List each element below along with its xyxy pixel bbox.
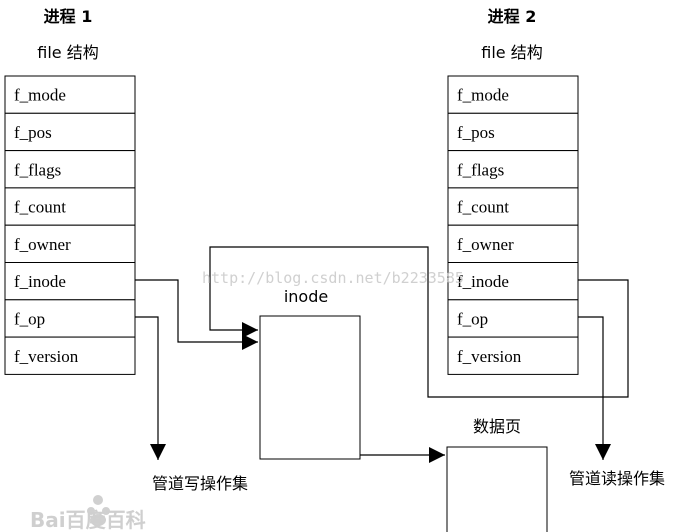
struct-field-cell (447, 262, 579, 301)
struct-field-cell (4, 75, 136, 114)
struct-field-label: f_owner (14, 235, 71, 254)
struct-field-label: f_owner (457, 235, 514, 254)
struct-field-label: f_pos (14, 123, 52, 142)
baidu-brand-text: Bai百度百科 (30, 508, 146, 532)
struct-field-label: f_count (14, 198, 66, 217)
struct-field-cell (447, 150, 579, 189)
struct-field-label: f_op (457, 309, 488, 328)
data-page-label: 数据页 (473, 417, 521, 436)
struct-field-cell (4, 150, 136, 189)
struct-field-cell (447, 187, 579, 226)
process2-file-struct: f_mode f_pos f_flags f_count f_owner f_inodef… (447, 75, 579, 375)
data-page-box (446, 446, 548, 532)
struct-field-label: f_version (14, 347, 79, 366)
write-ops-label: 管道写操作集 (152, 474, 248, 493)
struct-field-label: f_mode (14, 86, 66, 105)
p1-inode-connector (135, 279, 258, 350)
struct-field-cell (4, 336, 136, 375)
p2-op-connector (578, 316, 611, 460)
struct-field-label: f_inode (457, 272, 509, 291)
p1-op-connector (135, 316, 166, 460)
struct-field-label: f_flags (457, 160, 504, 179)
struct-field-label: f_count (457, 198, 509, 217)
struct-field-label: f_flags (14, 160, 61, 179)
struct-field-cell (4, 187, 136, 226)
process1-title: 进程 1 (44, 7, 93, 26)
struct-field-label: f_version (457, 347, 522, 366)
struct-field-label: f_pos (457, 123, 495, 142)
struct-field-cell (447, 336, 579, 375)
struct-field-cell (447, 112, 579, 152)
struct-field-label: f_mode (457, 86, 509, 105)
struct-field-cell (4, 262, 136, 301)
blog-url-watermark: http://blog.csdn.net/b2233585 (202, 269, 464, 287)
struct-field-cell (4, 112, 136, 152)
process2-struct-label: file 结构 (481, 43, 542, 62)
struct-field-label: f_op (14, 309, 45, 328)
p2-inode-connector (209, 246, 629, 398)
process1-file-struct: f_mode f_pos f_flags f_count f_owner f_inodef… (4, 75, 136, 375)
baidu-logo-watermark: Bai百度百科 (30, 495, 146, 532)
process2-title: 进程 2 (488, 7, 537, 26)
inode-box (259, 315, 361, 460)
read-ops-label: 管道读操作集 (569, 469, 665, 488)
struct-field-label: f_inode (14, 272, 66, 291)
process1-struct-label: file 结构 (37, 43, 98, 62)
inode-label: inode (284, 287, 328, 306)
